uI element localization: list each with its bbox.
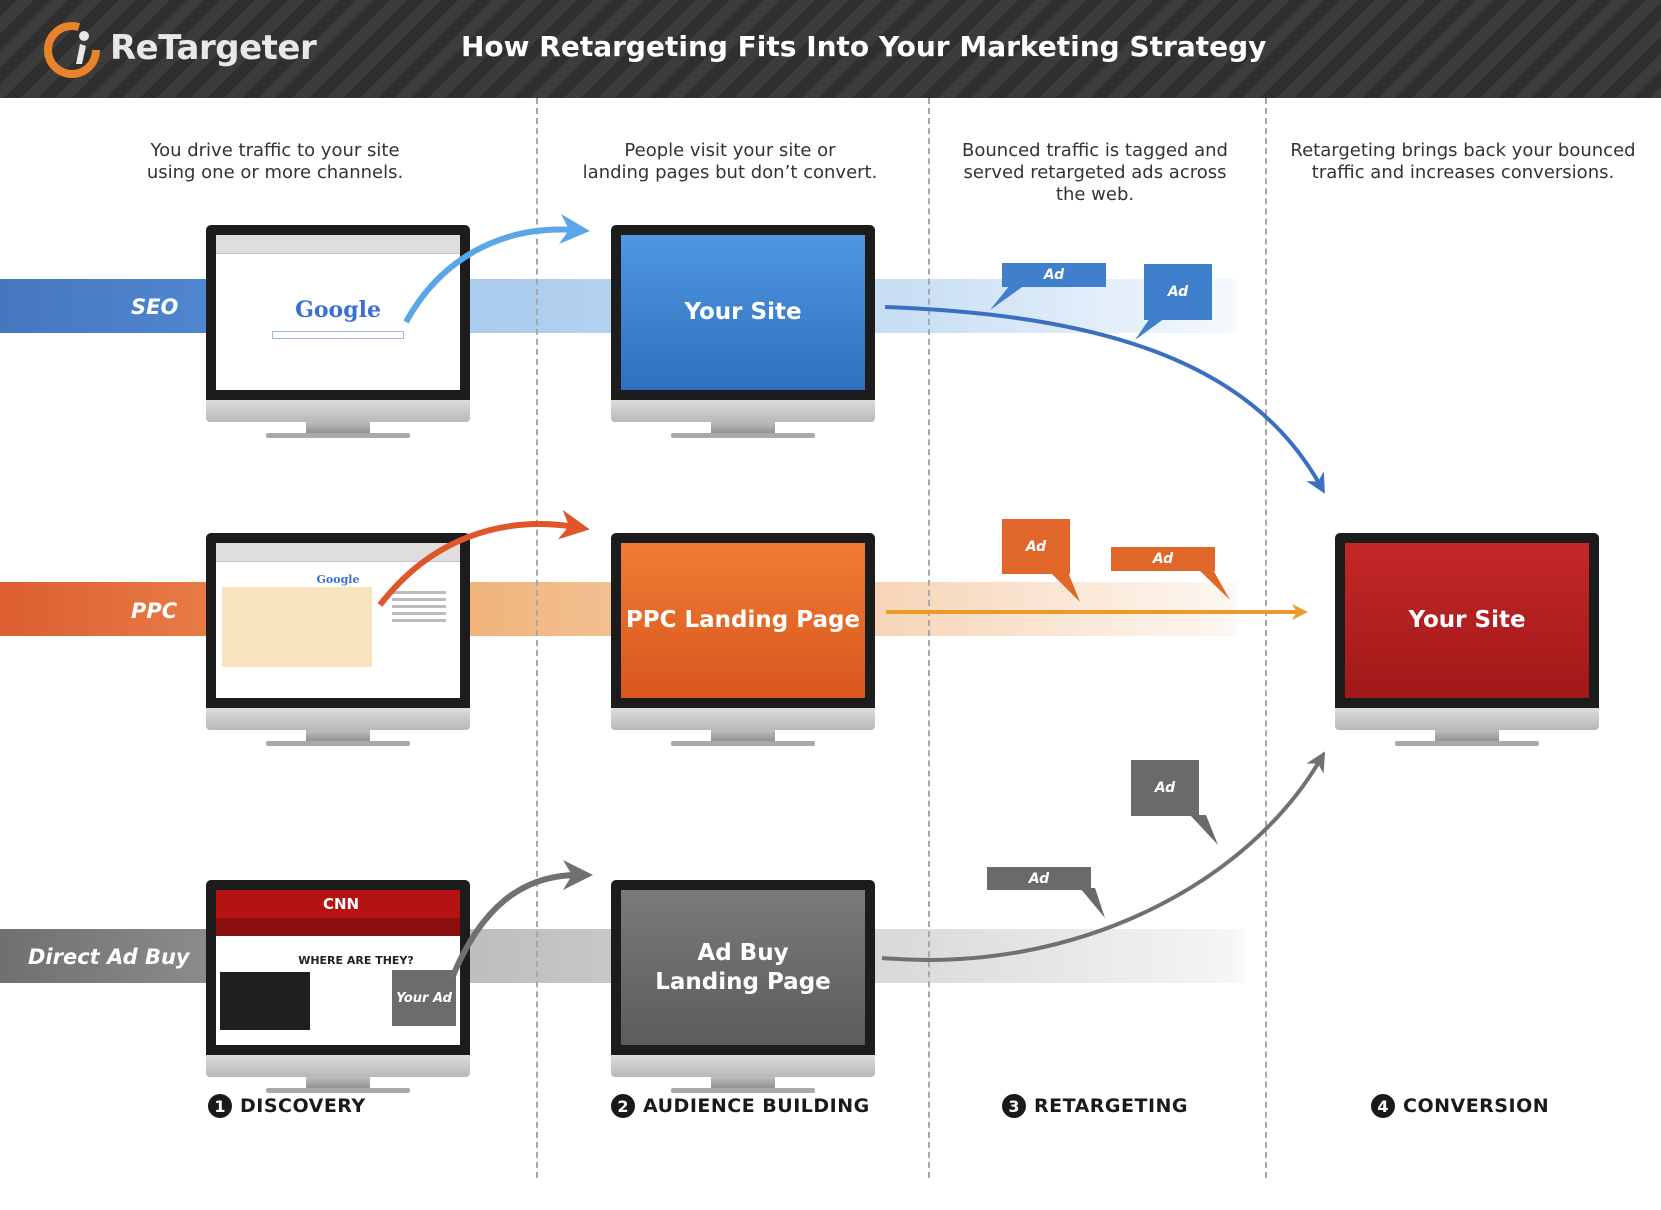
column-divider xyxy=(1265,98,1267,1178)
ad-buy-landing-screen: Ad Buy Landing Page xyxy=(621,890,865,1045)
retargeter-logo-icon xyxy=(44,22,100,78)
page-title: How Retargeting Fits Into Your Marketing… xyxy=(461,30,1267,63)
step-discovery: 1 DISCOVERY xyxy=(208,1094,366,1118)
logo-wordmark: ReTargeter xyxy=(110,28,317,68)
conversion-site-monitor: Your Site xyxy=(1335,533,1599,746)
seo-source-monitor: Google xyxy=(206,225,470,438)
column-divider xyxy=(536,98,538,1178)
direct-source-monitor: CNN WHERE ARE THEY? Your Ad xyxy=(206,880,470,1093)
google-small-logo: Google xyxy=(316,573,360,586)
news-site-screen: CNN WHERE ARE THEY? Your Ad xyxy=(216,890,460,1045)
ad-buy-landing-monitor: Ad Buy Landing Page xyxy=(611,880,875,1093)
step-conversion: 4 CONVERSION xyxy=(1371,1094,1549,1118)
ppc-landing-monitor: PPC Landing Page xyxy=(611,533,875,746)
orange-ad-1: Ad xyxy=(1002,519,1070,574)
news-headline: WHERE ARE THEY? xyxy=(298,954,414,967)
blue-ad-2: Ad xyxy=(1144,264,1212,320)
gray-ad-1: Ad xyxy=(1131,760,1199,816)
orange-ad-2: Ad xyxy=(1111,547,1215,571)
seo-return-arrow xyxy=(884,305,1325,494)
conversion-site-screen: Your Site xyxy=(1345,543,1589,698)
column-divider xyxy=(928,98,930,1178)
your-ad-banner: Your Ad xyxy=(392,970,456,1026)
google-search-screen: Google xyxy=(216,235,460,390)
header-bar: ReTargeter How Retargeting Fits Into You… xyxy=(0,0,1661,98)
blue-ad-1: Ad xyxy=(1002,263,1106,287)
direct-ad-buy-label: Direct Ad Buy xyxy=(28,945,190,969)
cnn-logo: CNN xyxy=(216,890,460,918)
ppc-landing-screen: PPC Landing Page xyxy=(621,543,865,698)
ppc-label: PPC xyxy=(131,599,178,623)
google-results-screen: Google xyxy=(216,543,460,698)
your-site-monitor: Your Site xyxy=(611,225,875,438)
step-audience-building: 2 AUDIENCE BUILDING xyxy=(611,1094,870,1118)
your-site-screen: Your Site xyxy=(621,235,865,390)
google-logo: Google xyxy=(295,297,381,323)
gray-ad-2: Ad xyxy=(987,867,1091,890)
seo-label: SEO xyxy=(131,295,179,319)
retargeter-logo[interactable]: ReTargeter xyxy=(40,16,317,80)
ppc-source-monitor: Google xyxy=(206,533,470,746)
step-retargeting: 3 RETARGETING xyxy=(1002,1094,1188,1118)
